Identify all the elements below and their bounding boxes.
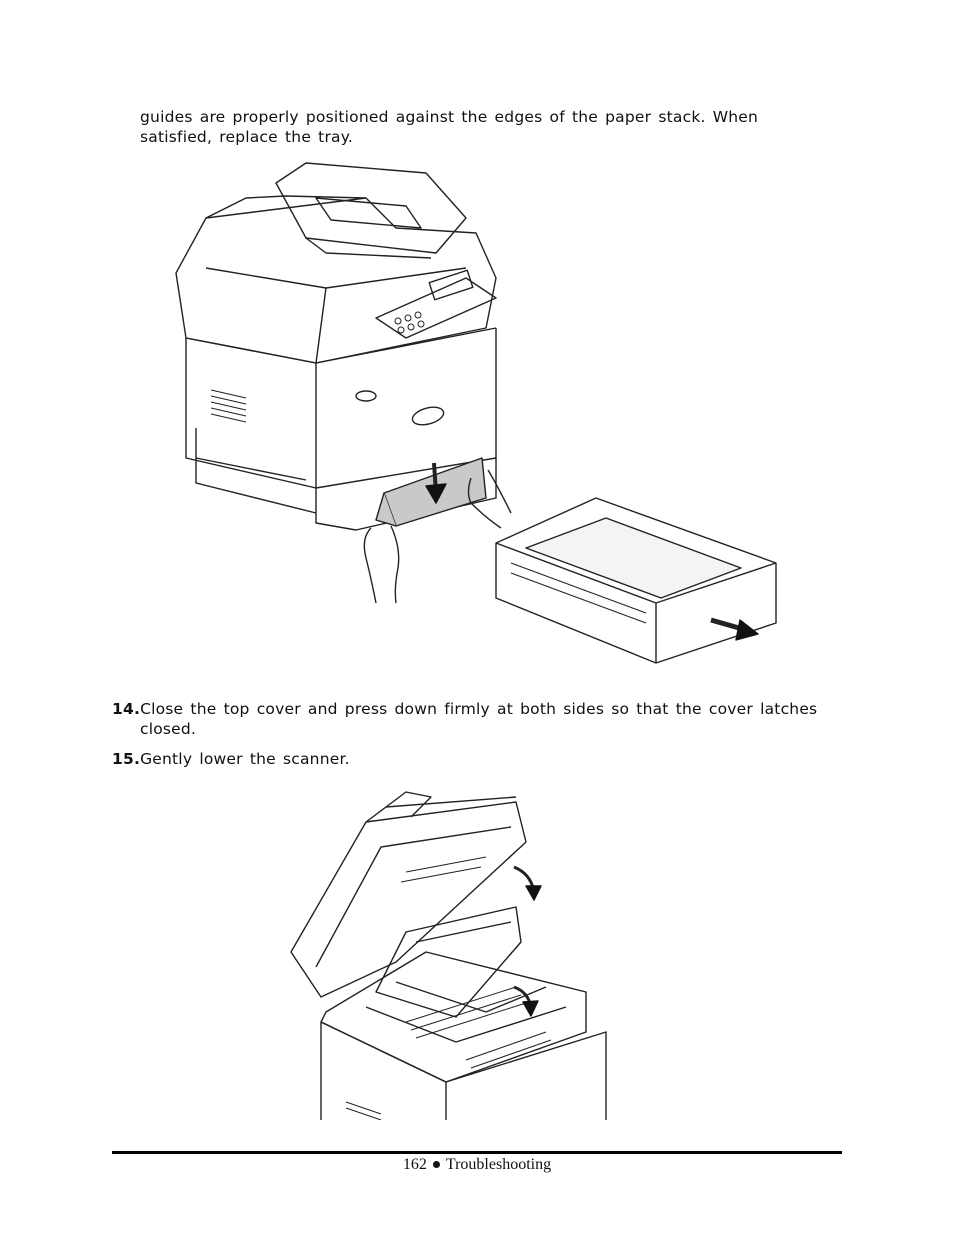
step-14: 14.Close the top cover and press down fi… [112,699,866,739]
page-number: 162 [402,1156,427,1173]
bullet-separator-icon [432,1160,440,1168]
step-14-text: Close the top cover and press down firml… [140,700,818,738]
step-15: 15.Gently lower the scanner. [112,749,866,769]
step-15-text: Gently lower the scanner. [140,750,350,768]
step-14-number: 14. [112,700,141,718]
footer-section-title: Troubleshooting [445,1156,552,1173]
intro-paragraph: guides are properly positioned against t… [140,108,759,146]
page-footer: 162 Troubleshooting [0,1155,954,1175]
footer-rule [112,1151,842,1154]
step-15-number: 15. [112,750,141,768]
paper-jam-tray-illustration [166,158,782,674]
lower-scanner-illustration [286,782,608,1120]
